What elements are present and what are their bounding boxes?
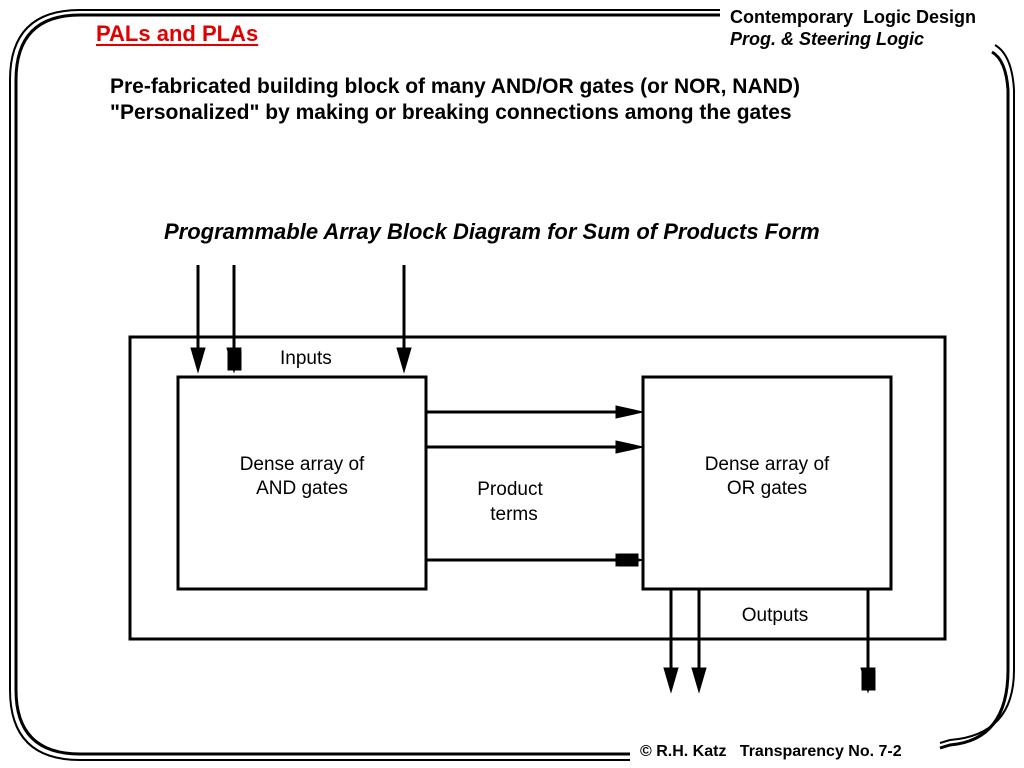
input-arrows — [190, 265, 412, 374]
diagram-title: Programmable Array Block Diagram for Sum… — [164, 219, 820, 244]
product-terms-line-1: Product — [477, 479, 543, 500]
footer-credit: © R.H. Katz Transparency No. 7-2 — [640, 743, 902, 760]
course-info: Contemporary Logic Design Prog. & Steeri… — [730, 6, 976, 50]
outputs-label: Outputs — [742, 605, 809, 626]
and-array-block — [176, 375, 428, 591]
chapter-name: Prog. & Steering Logic — [730, 29, 925, 49]
or-block-line-2: OR gates — [727, 478, 807, 499]
device-box — [128, 335, 947, 641]
bullet-line-2: "Personalized" by making or breaking con… — [110, 101, 792, 124]
or-block-line-1: Dense array of — [705, 454, 830, 475]
output-arrows — [663, 589, 876, 694]
product-terms-line-2: terms — [490, 504, 538, 525]
or-array-block — [641, 375, 893, 591]
slide-title: PALs and PLAs — [96, 21, 259, 46]
and-block-line-1: Dense array of — [240, 454, 365, 475]
course-name: Contemporary Logic Design — [730, 7, 977, 27]
bullet-line-1: Pre-fabricated building block of many AN… — [110, 75, 800, 98]
inputs-label: Inputs — [280, 348, 332, 369]
and-block-line-2: AND gates — [256, 478, 348, 499]
product-term-arrows — [426, 405, 644, 567]
